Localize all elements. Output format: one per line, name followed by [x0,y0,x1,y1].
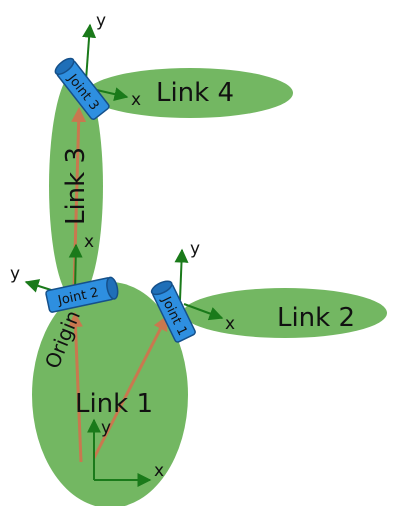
joint2-x-label: x [84,232,94,252]
vector-origin-to-joint1 [92,315,168,459]
link4-body [87,68,293,118]
joint1-x-axis [183,303,224,321]
link1-body [32,282,188,508]
joint2-y-label: y [10,264,20,284]
base-y-label: y [101,418,111,438]
link2-label: Link 2 [277,303,355,333]
joint3-x-label: x [131,90,141,110]
base-x-label: x [154,461,164,481]
link3-label: Link 3 [61,147,91,225]
link1-label: Link 1 [75,389,153,419]
joint3-y-label: y [96,11,106,31]
joint1-y-label: y [190,239,200,259]
link2-body [183,288,387,338]
joint2-cylinder: Joint 2 [45,276,119,313]
joint1-y-axis [174,248,189,301]
joint3-y-axis [82,23,97,81]
vector-origin-to-joint2 [67,312,83,463]
link4-label: Link 4 [156,78,234,108]
joint1-x-label: x [225,314,235,334]
